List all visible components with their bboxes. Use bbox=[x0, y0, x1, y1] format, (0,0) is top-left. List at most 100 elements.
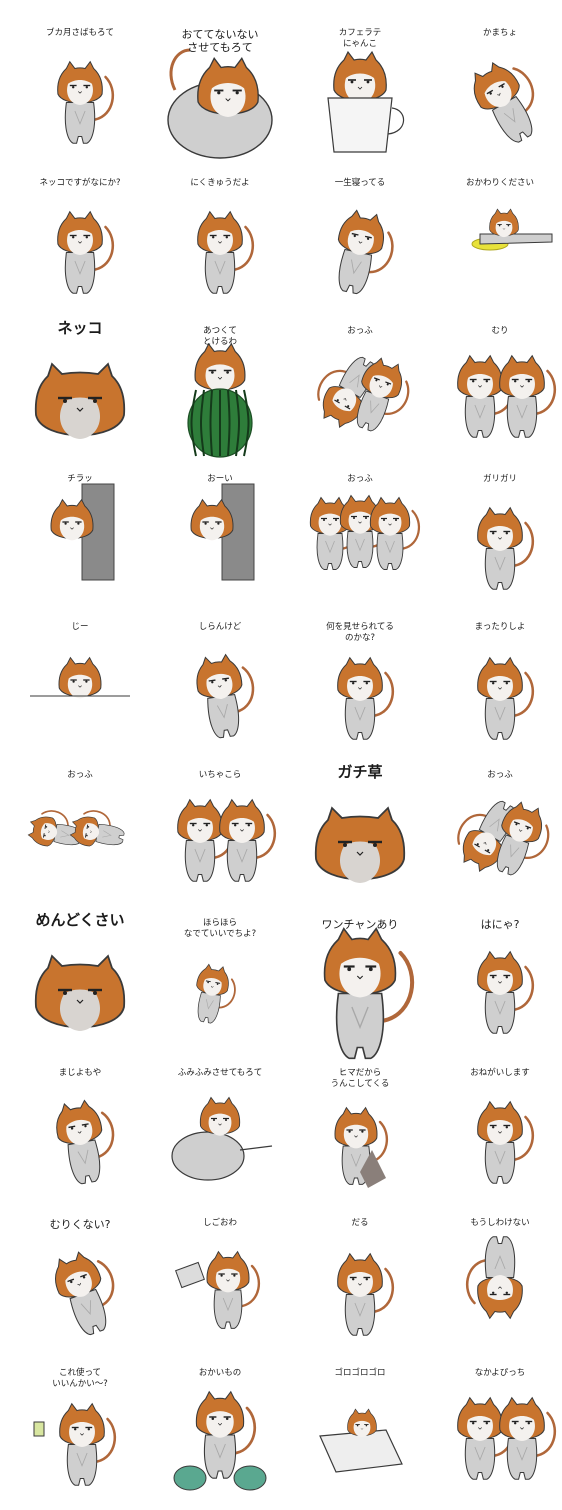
cat-figure bbox=[473, 62, 535, 143]
cat-figure bbox=[199, 1096, 241, 1136]
sticker-caption: しごおわ bbox=[202, 1218, 237, 1228]
cat-figure bbox=[347, 1408, 377, 1438]
sticker-item[interactable]: ガチ草 bbox=[290, 762, 430, 912]
sticker-caption: じー bbox=[71, 622, 89, 632]
sticker-illustration bbox=[327, 50, 405, 153]
sticker-caption: おててないない させてもろて bbox=[181, 28, 259, 54]
sticker-item[interactable]: じー bbox=[10, 614, 150, 764]
sticker-caption: おねがいします bbox=[470, 1068, 530, 1078]
sticker-illustration bbox=[314, 806, 406, 883]
cat-figure bbox=[333, 50, 387, 103]
sticker-item[interactable]: なかよぴっち bbox=[430, 1360, 562, 1510]
sticker-item[interactable]: おーい bbox=[150, 466, 290, 616]
sticker-item[interactable]: ブカ月さばもろて bbox=[10, 20, 150, 170]
sticker-item[interactable]: めんどくさい bbox=[10, 910, 150, 1060]
sticker-item[interactable]: おててないない させてもろて bbox=[150, 20, 290, 170]
cat-figure bbox=[50, 498, 94, 541]
sticker-illustration bbox=[56, 1099, 115, 1185]
sticker-caption: カフェラテ にゃんこ bbox=[338, 28, 382, 49]
sticker-item[interactable]: おかわりください bbox=[430, 170, 562, 320]
sticker-item[interactable]: ワンチャンあり bbox=[290, 910, 430, 1060]
sticker-item[interactable]: もうしわけない bbox=[430, 1210, 562, 1360]
sticker-item[interactable]: ネッコ bbox=[10, 318, 150, 468]
sticker-item[interactable]: しらんけど bbox=[150, 614, 290, 764]
sticker-item[interactable]: ネッコですがなにか? bbox=[10, 170, 150, 320]
sticker-item[interactable]: 一生寝ってる bbox=[290, 170, 430, 320]
sticker-caption: まったりしよ bbox=[474, 622, 526, 632]
sticker-illustration bbox=[27, 810, 125, 847]
sticker-item[interactable]: おっふ bbox=[10, 762, 150, 912]
sticker-caption: むり bbox=[491, 326, 509, 336]
sticker-item[interactable]: かまちょ bbox=[430, 20, 562, 170]
sticker-caption: あつくて とけるわ bbox=[202, 326, 237, 347]
cat-figure bbox=[219, 798, 277, 882]
sticker-item[interactable]: あつくて とけるわ bbox=[150, 318, 290, 468]
sticker-illustration bbox=[337, 209, 394, 295]
sticker-illustration bbox=[57, 210, 115, 294]
cat-figure bbox=[197, 56, 259, 117]
sticker-item[interactable]: むりくない? bbox=[10, 1210, 150, 1360]
cat-figure bbox=[69, 810, 125, 847]
sticker-item[interactable]: いちゃこら bbox=[150, 762, 290, 912]
sticker-illustration bbox=[317, 356, 410, 432]
sticker-illustration bbox=[173, 1390, 267, 1491]
sticker-item[interactable]: はにゃ? bbox=[430, 910, 562, 1060]
cat-figure bbox=[369, 496, 421, 570]
sticker-item[interactable]: ガリガリ bbox=[430, 466, 562, 616]
sticker-caption: ふみふみさせてもろて bbox=[177, 1068, 263, 1078]
cat-figure bbox=[194, 342, 246, 393]
cat-figure bbox=[195, 1390, 256, 1479]
sticker-illustration bbox=[457, 354, 557, 438]
sticker-illustration bbox=[187, 342, 253, 458]
sticker-item[interactable]: ゴロゴロゴロ bbox=[290, 1360, 430, 1510]
sticker-caption: おーい bbox=[207, 474, 233, 484]
sticker-illustration bbox=[337, 656, 395, 740]
cat-figure bbox=[309, 496, 361, 570]
sticker-item[interactable]: まったりしよ bbox=[430, 614, 562, 764]
cat-figure bbox=[337, 656, 395, 740]
sticker-item[interactable]: おっふ bbox=[430, 762, 562, 912]
sticker-illustration bbox=[34, 362, 126, 439]
sticker-item[interactable]: ヒマだから うんこしてくる bbox=[290, 1060, 430, 1210]
sticker-caption: おかいもの bbox=[198, 1368, 242, 1378]
cat-figure bbox=[356, 357, 410, 432]
sticker-caption: 何を見せられてる のかな? bbox=[326, 622, 394, 643]
cat-figure bbox=[317, 356, 375, 428]
sticker-item[interactable]: ほらほら なでていいでちよ? bbox=[150, 910, 290, 1060]
cat-figure bbox=[323, 927, 415, 1060]
sticker-caption: ほらほら なでていいでちよ? bbox=[183, 918, 257, 939]
cat-face-closeup bbox=[314, 806, 406, 883]
sticker-item[interactable]: おっふ bbox=[290, 466, 430, 616]
sticker-caption: おかわりください bbox=[465, 178, 534, 188]
sticker-caption: ネッコ bbox=[57, 319, 103, 337]
sticker-caption: ワンチャンあり bbox=[321, 918, 399, 931]
sticker-caption: ネッコですがなにか? bbox=[39, 178, 121, 188]
cat-figure bbox=[190, 498, 234, 541]
sticker-item[interactable]: にくきゅうだよ bbox=[150, 170, 290, 320]
sticker-illustration bbox=[57, 60, 115, 144]
sticker-illustration bbox=[33, 1402, 117, 1486]
sticker-caption: もうしわけない bbox=[470, 1218, 530, 1228]
sticker-item[interactable]: だる bbox=[290, 1210, 430, 1360]
sticker-item[interactable]: 何を見せられてる のかな? bbox=[290, 614, 430, 764]
sticker-item[interactable]: まじよもや bbox=[10, 1060, 150, 1210]
sticker-illustration bbox=[175, 1250, 261, 1329]
cat-face-closeup bbox=[34, 362, 126, 439]
sticker-caption: しらんけど bbox=[198, 622, 242, 632]
sticker-item[interactable]: おねがいします bbox=[430, 1060, 562, 1210]
sticker-item[interactable]: むり bbox=[430, 318, 562, 468]
sticker-illustration bbox=[473, 62, 535, 143]
sticker-item[interactable]: チラッ bbox=[10, 466, 150, 616]
cat-figure bbox=[477, 1100, 535, 1184]
cat-figure bbox=[477, 950, 535, 1034]
cat-figure bbox=[477, 656, 535, 740]
sticker-caption: はにゃ? bbox=[480, 918, 520, 931]
sticker-item[interactable]: しごおわ bbox=[150, 1210, 290, 1360]
sticker-item[interactable]: これ使って いいんかい～? bbox=[10, 1360, 150, 1510]
sticker-caption: めんどくさい bbox=[35, 911, 125, 929]
sticker-item[interactable]: カフェラテ にゃんこ bbox=[290, 20, 430, 170]
sticker-item[interactable]: おっふ bbox=[290, 318, 430, 468]
sticker-item[interactable]: おかいもの bbox=[150, 1360, 290, 1510]
sticker-item[interactable]: ふみふみさせてもろて bbox=[150, 1060, 290, 1210]
